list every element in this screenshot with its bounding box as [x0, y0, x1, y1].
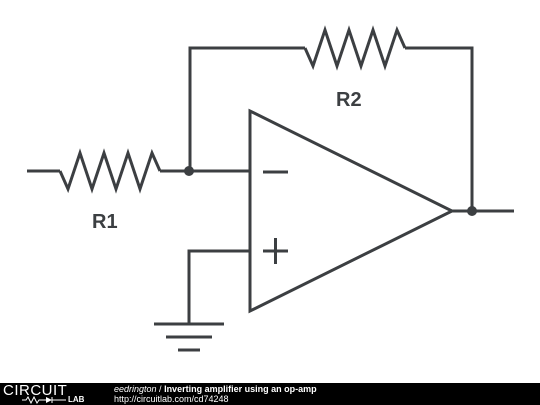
logo-circuit-mark-icon: [22, 396, 66, 404]
footer-url[interactable]: http://circuitlab.com/cd74248: [114, 394, 229, 404]
footer-line-1: eedrington / Inverting amplifier using a…: [114, 384, 317, 394]
op-amp-schematic: R1 R2: [27, 25, 514, 352]
feedback-wire-left: [188, 46, 305, 171]
circuit-title[interactable]: Inverting amplifier using an op-amp: [164, 384, 317, 394]
feedback-wire-right: [405, 46, 474, 211]
op-amp-triangle: [248, 108, 456, 314]
footer-separator: /: [156, 384, 165, 394]
footer-bar: CIRCUIT LAB eedrington / Inverting ampli…: [0, 383, 540, 405]
ground-symbol: [154, 322, 224, 352]
resistor-r2: [303, 25, 407, 71]
logo-circuit-text: CIRCUIT: [3, 382, 68, 399]
resistor-r1: [58, 148, 162, 194]
r1-label: R1: [92, 211, 118, 233]
junction-dot-input: [184, 166, 194, 176]
ground-wire: [187, 249, 250, 324]
junction-dot-output: [467, 206, 477, 216]
author-link[interactable]: eedrington: [114, 384, 157, 394]
r2-label: R2: [336, 89, 362, 111]
circuitlab-logo[interactable]: CIRCUIT LAB: [0, 383, 100, 405]
footer-info: eedrington / Inverting amplifier using a…: [114, 384, 317, 404]
logo-lab-text: LAB: [68, 395, 85, 404]
